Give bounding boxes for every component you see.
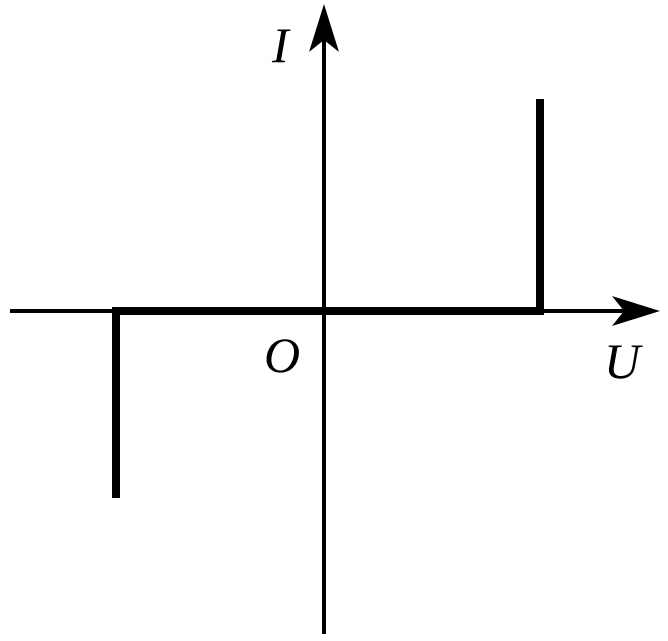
y-axis-label: I [271,17,291,73]
x-axis-arrowhead [612,296,660,326]
y-axis-arrowhead [309,4,339,52]
characteristic-curve [112,99,544,498]
origin-label: O [264,327,300,383]
x-axis-label: U [604,333,643,389]
